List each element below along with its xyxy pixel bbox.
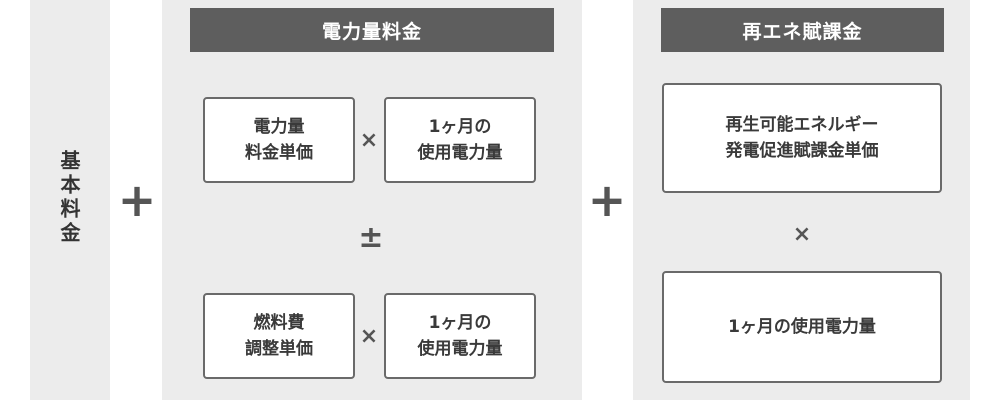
renewable-levy-header: 再エネ賦課金 [661, 8, 944, 52]
times-operator-3: × [792, 221, 812, 247]
monthly-usage-box-1: 1ヶ月の 使用電力量 [384, 97, 536, 183]
renewable-levy-unit-price-box: 再生可能エネルギー 発電促進賦課金単価 [662, 83, 942, 193]
energy-unit-price-line1: 電力量 [253, 116, 305, 137]
monthly-usage-2-line2: 使用電力量 [417, 339, 503, 359]
monthly-usage-1-line1: 1ヶ月の [428, 116, 492, 137]
monthly-usage-box-2: 1ヶ月の 使用電力量 [384, 293, 536, 379]
basic-fee-label: 基本料金 [57, 150, 81, 246]
plus-operator-1: + [117, 173, 157, 227]
energy-unit-price-line2: 料金単価 [245, 143, 313, 163]
monthly-usage-3-text: 1ヶ月の使用電力量 [728, 316, 876, 337]
fuel-adjustment-line1: 燃料費 [253, 312, 305, 333]
monthly-usage-box-3: 1ヶ月の使用電力量 [662, 271, 942, 383]
energy-charge-header: 電力量料金 [190, 8, 554, 52]
monthly-usage-1-line2: 使用電力量 [417, 143, 503, 163]
plus-operator-2: + [587, 173, 627, 227]
fuel-adjustment-line2: 調整単価 [245, 339, 313, 359]
times-operator-1: × [359, 127, 379, 153]
fuel-adjustment-price-box: 燃料費 調整単価 [203, 293, 355, 379]
renewable-levy-line2: 発電促進賦課金単価 [725, 141, 879, 161]
monthly-usage-2-line1: 1ヶ月の [428, 312, 492, 333]
renewable-levy-line1: 再生可能エネルギー [725, 114, 879, 135]
energy-unit-price-box: 電力量 料金単価 [203, 97, 355, 183]
basic-fee-panel [30, 0, 110, 400]
plus-minus-operator: ± [358, 219, 384, 255]
times-operator-2: × [359, 323, 379, 349]
